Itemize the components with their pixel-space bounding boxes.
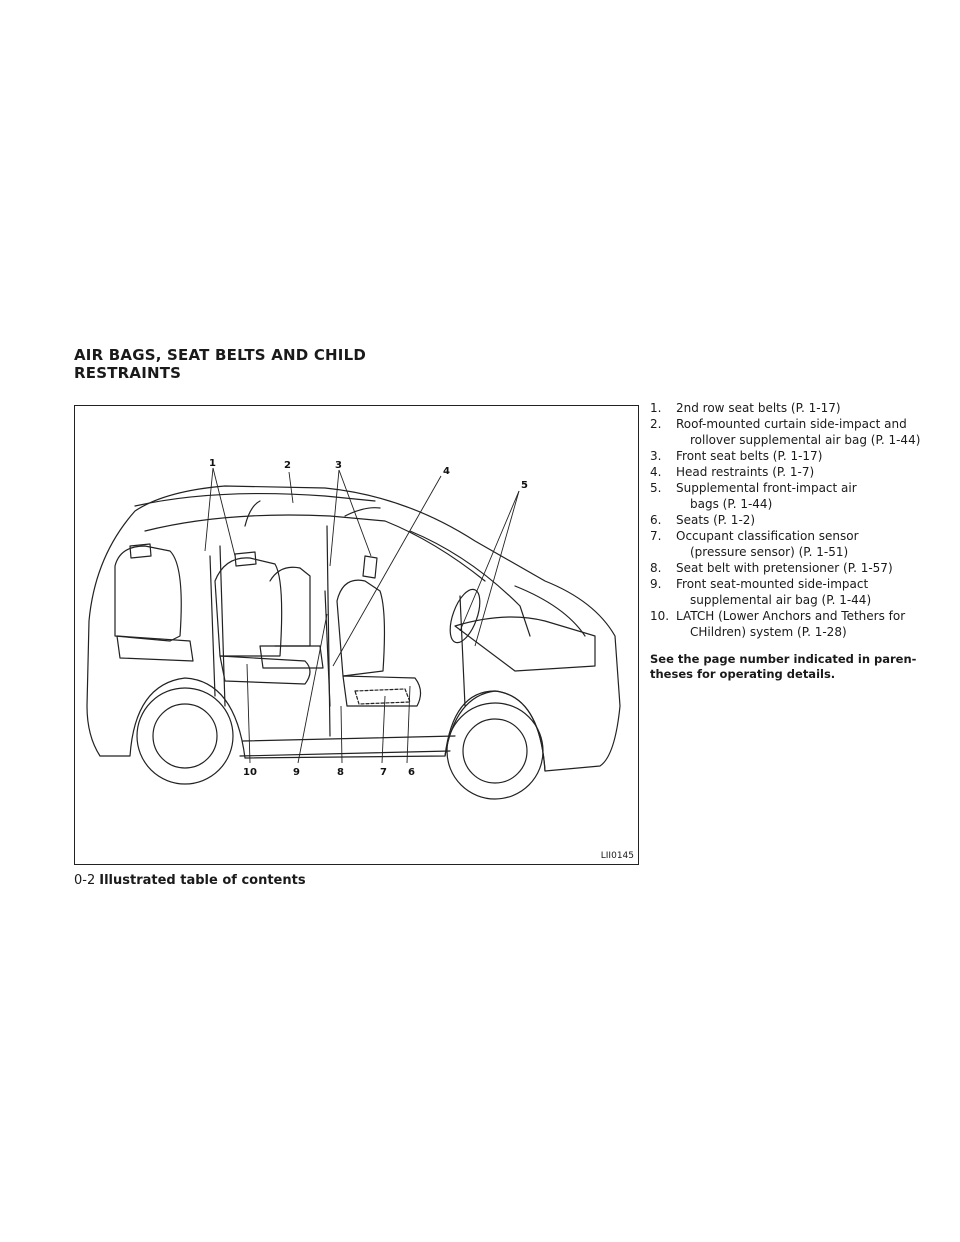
list-item: 5. Supplemental front-impact air bags (P. …: [650, 480, 940, 512]
item-number: 2.: [650, 417, 662, 431]
item-text: Front seat-mounted side-impact: [676, 577, 869, 591]
callout-7: 7: [380, 767, 387, 778]
callout-8: 8: [337, 767, 344, 778]
footer-title: Illustrated table of contents: [99, 873, 306, 888]
item-text-continued: CHildren) system (P. 1-28): [690, 625, 847, 639]
item-text-continued: bags (P. 1-44): [690, 497, 773, 511]
list-item: 4. Head restraints (P. 1-7): [650, 464, 940, 480]
list-item: 8. Seat belt with pretensioner (P. 1-57): [650, 560, 940, 576]
item-number: 5.: [650, 481, 662, 495]
vehicle-drawing: 1 2 3 4 5 6 7 8 9 10: [86, 458, 621, 800]
list-item: 9. Front seat-mounted side-impact suppleme…: [650, 576, 940, 608]
component-list: 1. 2nd row seat belts (P. 1-17) 2. Roof-mo…: [650, 400, 940, 640]
item-number: 9.: [650, 577, 662, 591]
item-number: 1.: [650, 401, 662, 415]
item-text: Seats (P. 1-2): [676, 513, 756, 527]
item-number: 8.: [650, 561, 662, 575]
item-number: 3.: [650, 449, 662, 463]
callout-9: 9: [293, 767, 300, 778]
list-item: 1. 2nd row seat belts (P. 1-17): [650, 400, 940, 416]
item-text: LATCH (Lower Anchors and Tethers for: [676, 609, 906, 623]
callout-4: 4: [443, 466, 450, 477]
item-text: Supplemental front-impact air: [676, 481, 857, 495]
figure-code: LII0145: [600, 851, 634, 861]
operating-details-note: See the page number indicated in paren- …: [650, 652, 917, 681]
callout-5: 5: [521, 480, 528, 491]
item-text: Roof-mounted curtain side-impact and: [676, 417, 907, 431]
callout-10: 10: [243, 767, 257, 778]
list-item: 2. Roof-mounted curtain side-impact and ro…: [650, 416, 940, 448]
callout-2: 2: [284, 460, 291, 471]
item-number: 7.: [650, 529, 662, 543]
callout-1: 1: [209, 458, 216, 469]
item-text: Front seat belts (P. 1-17): [676, 449, 823, 463]
list-item: 6. Seats (P. 1-2): [650, 512, 940, 528]
item-text-continued: supplemental air bag (P. 1-44): [690, 593, 872, 607]
item-text-continued: rollover supplemental air bag (P. 1-44): [690, 433, 921, 447]
list-item: 7. Occupant classification sensor (pressur…: [650, 528, 940, 560]
item-text: 2nd row seat belts (P. 1-17): [676, 401, 841, 415]
item-number: 4.: [650, 465, 662, 479]
item-text: Head restraints (P. 1-7): [676, 465, 815, 479]
section-title: AIR BAGS, SEAT BELTS AND CHILD RESTRAINT…: [74, 346, 366, 382]
item-text-continued: (pressure sensor) (P. 1-51): [690, 545, 849, 559]
section-title-line1: AIR BAGS, SEAT BELTS AND CHILD: [74, 346, 366, 364]
callout-3: 3: [335, 460, 342, 471]
item-text: Occupant classification sensor: [676, 529, 859, 543]
item-text: Seat belt with pretensioner (P. 1-57): [676, 561, 893, 575]
item-number: 10.: [650, 609, 670, 623]
page-number: 0-2: [74, 873, 96, 888]
item-number: 6.: [650, 513, 662, 527]
list-item: 3. Front seat belts (P. 1-17): [650, 448, 940, 464]
callout-6: 6: [408, 767, 415, 778]
section-title-line2: RESTRAINTS: [74, 364, 182, 382]
vehicle-illustration: 1 2 3 4 5 6 7 8 9 10 LII0145: [74, 405, 639, 865]
